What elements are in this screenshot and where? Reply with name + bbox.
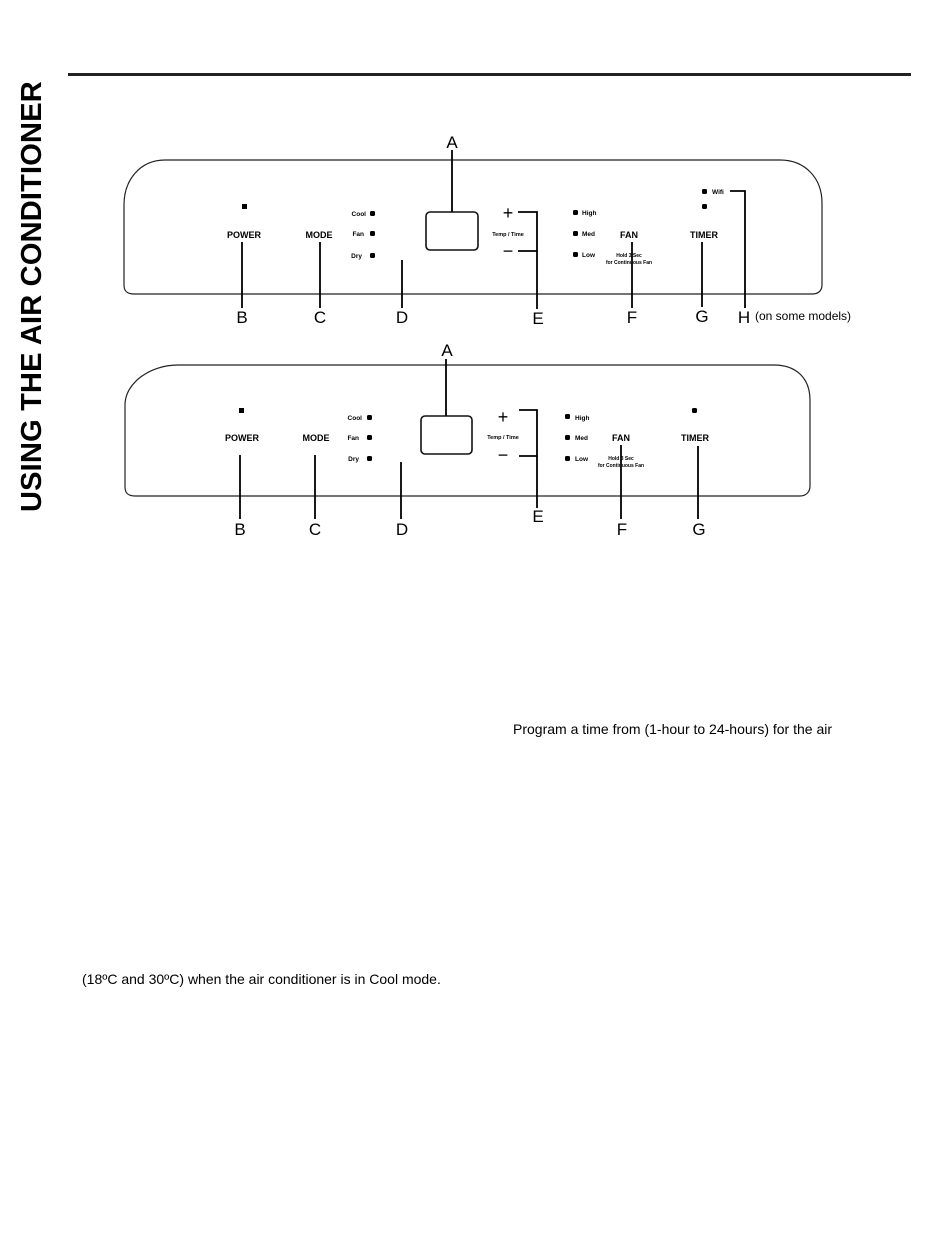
panel-1-note-on-some-models: (on some models) (755, 309, 851, 323)
panel-2-mode-fan-label: Fan (347, 435, 359, 442)
panel-1-wifi-led (702, 189, 707, 194)
panel-2-mode-dry-label: Dry (348, 456, 359, 463)
panel-1-fan-hold-line-2: for Continuous Fan (606, 260, 652, 266)
panel-2-callout-d: D (396, 520, 408, 539)
panel-2-power-led (239, 408, 244, 413)
panel-1-timer-led (702, 204, 707, 209)
panel-2-speed-med-label: Med (575, 435, 588, 442)
panel-2-mode-fan-led (367, 435, 372, 440)
panel-1-wifi-label: Wifi (712, 189, 724, 196)
panel-2-power-button[interactable]: POWER (225, 433, 260, 443)
panel-1-callout-d: D (396, 308, 408, 327)
panel-1-mode-button[interactable]: MODE (306, 230, 333, 240)
top-rule-divider (68, 73, 911, 76)
panel-2-speed-low-led (565, 456, 570, 461)
panel-2-speed-med-led (565, 435, 570, 440)
control-panel-1: A POWER B MODE C Cool Fan Dry D + − Temp… (123, 133, 851, 328)
panel-1-speed-high-led (573, 210, 578, 215)
panel-1-power-led (242, 204, 247, 209)
panel-1-mode-dry-label: Dry (351, 253, 362, 260)
panel-1-power-button[interactable]: POWER (227, 230, 262, 240)
panel-2-timer-led (692, 408, 697, 413)
timer-program-text: Program a time from (1-hour to 24-hours)… (513, 721, 833, 737)
panel-2-callout-b: B (234, 520, 245, 539)
panel-2-speed-high-led (565, 414, 570, 419)
panel-1-mode-fan-label: Fan (352, 231, 364, 238)
panel-2-speed-high-label: High (575, 415, 589, 422)
panel-2-timer-button[interactable]: TIMER (681, 433, 709, 443)
panel-1-callout-h: H (738, 308, 750, 327)
control-panel-2: A POWER B MODE C Cool Fan Dry D + − Temp… (124, 341, 811, 539)
panel-2-display (420, 415, 473, 455)
panel-2-minus-button[interactable]: − (498, 445, 509, 465)
panel-2-outline (124, 364, 811, 497)
panel-1-speed-low-led (573, 252, 578, 257)
panel-2-callout-c: C (309, 520, 321, 539)
panel-1-timer-button[interactable]: TIMER (690, 230, 718, 240)
panel-1-callout-e: E (532, 309, 543, 328)
panel-2-callout-a: A (441, 341, 453, 360)
panel-1-fan-button[interactable]: FAN (620, 230, 638, 240)
panel-2-plus-button[interactable]: + (498, 407, 509, 427)
panel-1-minus-button[interactable]: − (503, 241, 514, 261)
panel-1-callout-c: C (314, 308, 326, 327)
panel-1-speed-med-led (573, 231, 578, 236)
panel-1-speed-low-label: Low (582, 252, 596, 259)
panel-2-speed-low-label: Low (575, 456, 589, 463)
panel-2-callout-f: F (617, 520, 627, 539)
panel-1-callout-b: B (236, 308, 247, 327)
panel-2-callout-g: G (692, 520, 705, 539)
cool-range-text: (18ºC and 30ºC) when the air conditioner… (82, 971, 441, 987)
panel-1-plus-button[interactable]: + (503, 203, 514, 223)
panel-2-callout-e: E (532, 507, 543, 526)
panel-1-fan-hold-line-1: Hold 3 Sec (616, 253, 642, 259)
panel-1-callout-a: A (446, 133, 458, 152)
panel-1-callout-f: F (627, 308, 637, 327)
panel-2-temp-time-label: Temp / Time (487, 435, 519, 441)
panel-1-mode-cool-label: Cool (352, 211, 367, 218)
panel-2-mode-cool-led (367, 415, 372, 420)
panel-2-fan-button[interactable]: FAN (612, 433, 630, 443)
panel-1-speed-med-label: Med (582, 231, 595, 238)
panel-1-outline (123, 159, 823, 295)
panel-2-mode-dry-led (367, 456, 372, 461)
panel-1-mode-fan-led (370, 231, 375, 236)
panel-1-speed-high-label: High (582, 210, 596, 217)
panel-2-mode-button[interactable]: MODE (303, 433, 330, 443)
panel-1-mode-cool-led (370, 211, 375, 216)
panel-1-callout-g: G (695, 307, 708, 326)
panel-2-mode-cool-label: Cool (348, 415, 363, 422)
panel-1-temp-time-label: Temp / Time (492, 232, 524, 238)
panel-1-display (425, 211, 479, 251)
panel-1-mode-dry-led (370, 253, 375, 258)
